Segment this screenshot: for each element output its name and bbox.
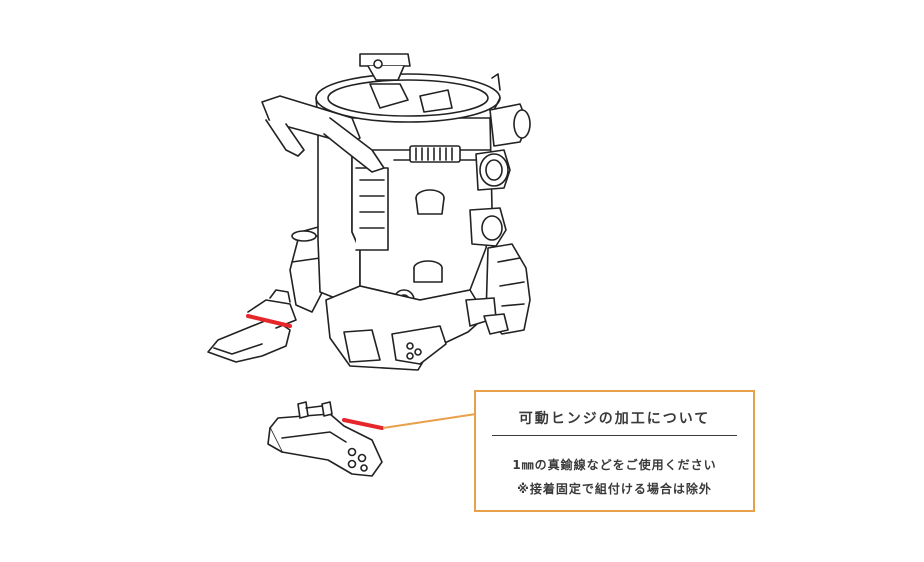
note-divider: [492, 435, 737, 436]
hinge-part-icon: [267, 401, 383, 477]
hinge-marker-part: [342, 418, 384, 430]
hinge-marker-main: [246, 314, 292, 328]
note-box: 可動ヒンジの加工について 1㎜の真鍮線などをご使用ください ※接着固定で組付ける…: [474, 390, 755, 512]
robot-pod-model-icon: [207, 53, 531, 371]
leader-line: [382, 413, 477, 429]
note-line-1: 1㎜の真鍮線などをご使用ください: [512, 458, 717, 472]
note-line-2: ※接着固定で組付ける場合は除外: [517, 482, 712, 496]
note-title: 可動ヒンジの加工について: [518, 411, 711, 427]
